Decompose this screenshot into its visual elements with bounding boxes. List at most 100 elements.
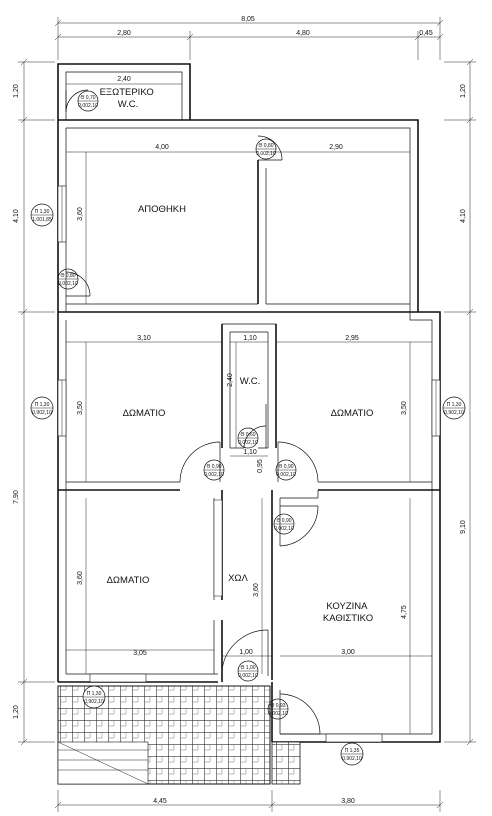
room-label-room-right: ΔΩΜΑΤΙΟ bbox=[331, 408, 374, 419]
door-tag-storage: Θ 0,80 0,002,10 bbox=[255, 138, 277, 160]
dim-wc-ext-width: 2,40 bbox=[117, 76, 131, 83]
dim-right-2: 4,10 bbox=[460, 209, 467, 223]
dim-bottom-seg-1: 4,45 bbox=[153, 798, 167, 805]
svg-text:0,002,10: 0,002,10 bbox=[78, 103, 98, 109]
svg-text:0,902,10: 0,902,10 bbox=[84, 699, 104, 705]
svg-text:Θ 0,90: Θ 0,90 bbox=[278, 464, 293, 470]
room-label-wc: W.C. bbox=[240, 376, 261, 387]
svg-text:Θ 0,93: Θ 0,93 bbox=[270, 703, 285, 709]
dim-wc-width: 1,10 bbox=[243, 335, 257, 342]
window-tag-kitchen: Π 1,35 0,902,10 bbox=[340, 742, 364, 766]
window-tag-room-right: Π 1,30 0,902,10 bbox=[442, 396, 466, 420]
svg-text:Π 1,30: Π 1,30 bbox=[35, 402, 50, 408]
svg-text:Θ 0,90: Θ 0,90 bbox=[206, 464, 221, 470]
storage-area: 4,00 2,90 3,60 ΑΠΟΘΗΚΗ bbox=[57, 135, 418, 313]
wc-exterior: 2,40 ΕΞΩΤΕΡΙΚΟ W.C. bbox=[57, 63, 191, 120]
door-swing-wc bbox=[243, 425, 267, 449]
dim-storage-height: 3,60 bbox=[77, 207, 84, 221]
svg-text:0,002,10: 0,002,10 bbox=[276, 472, 296, 478]
door-swing-storage-ext bbox=[65, 271, 91, 297]
window-tag-room-bottom: Π 1,30 0,902,10 bbox=[82, 685, 106, 709]
svg-text:0,002,10: 0,002,10 bbox=[238, 440, 258, 446]
left-dimension-lines: 1,20 4,10 7,90 1,20 bbox=[13, 58, 55, 746]
svg-text:Θ 1,00: Θ 1,00 bbox=[240, 665, 255, 671]
dim-hall-gap: 0,95 bbox=[257, 459, 264, 473]
door-swing-kitchen bbox=[279, 505, 319, 547]
bottom-rooms: 3,05 3,60 ΔΩΜΑΤΙΟ 3,60 ΧΩΛ 1,00 3,00 4,7… bbox=[66, 490, 432, 743]
dim-top-total: 8,05 bbox=[241, 16, 255, 23]
dim-wc-height: 2,40 bbox=[227, 373, 234, 387]
room-label-kitchen: ΚΟΥΖΙΝΑ ΚΑΘΙΣΤΙΚΟ bbox=[323, 601, 373, 624]
room-label-wc-exterior-line2: W.C. bbox=[118, 99, 139, 110]
room-label-wc-exterior: ΕΞΩΤΕΡΙΚΟ W.C. bbox=[100, 87, 157, 110]
right-dimension-lines: 1,20 4,10 9,10 bbox=[444, 58, 476, 746]
sliding-door-hall bbox=[213, 499, 223, 597]
dim-top-seg-2: 4,80 bbox=[296, 30, 310, 37]
svg-text:Θ 0,70: Θ 0,70 bbox=[80, 95, 95, 101]
window-tag-storage: Π 1,30 1,001,85 bbox=[30, 203, 54, 227]
room-label-wc-exterior-line1: ΕΞΩΤΕΡΙΚΟ bbox=[100, 87, 154, 98]
top-dimension-lines: 8,05 2,80 4,80 0,45 bbox=[54, 16, 444, 60]
door-swing-kitchen-ext bbox=[279, 693, 321, 735]
svg-text:0,902,10: 0,902,10 bbox=[342, 756, 362, 762]
dim-right-1: 1,20 bbox=[460, 84, 467, 98]
dim-hall-height: 3,60 bbox=[253, 583, 260, 597]
door-swing-room-right bbox=[277, 441, 319, 483]
dim-room3-width: 3,05 bbox=[133, 650, 147, 657]
room-label-hall: ΧΩΛ bbox=[228, 573, 248, 584]
dim-room3-height: 3,60 bbox=[77, 571, 84, 585]
door-swing-entrance bbox=[221, 629, 269, 671]
room-label-kitchen-line2: ΚΑΘΙΣΤΙΚΟ bbox=[323, 613, 373, 624]
door-tag-storage-ext: Θ 0,80 0,002,10 bbox=[57, 268, 79, 290]
dim-room1-width: 3,10 bbox=[137, 335, 151, 342]
window-tags: Π 1,30 1,001,85 Π 1,30 0,902,10 Π 1,30 0… bbox=[30, 203, 466, 766]
door-swing-storage bbox=[257, 135, 283, 161]
svg-text:Θ 0,80: Θ 0,80 bbox=[258, 143, 273, 149]
door-tag-wc: Θ 0,60 0,002,10 bbox=[237, 427, 259, 449]
svg-text:0,002,10: 0,002,10 bbox=[204, 472, 224, 478]
dim-left-3: 7,90 bbox=[13, 490, 20, 504]
svg-text:Π 1,30: Π 1,30 bbox=[447, 402, 462, 408]
door-tag-room-right: Θ 0,90 0,002,10 bbox=[275, 459, 297, 481]
dim-left-4: 1,20 bbox=[13, 705, 20, 719]
door-tag-room-left: Θ 0,90 0,002,10 bbox=[203, 459, 225, 481]
dim-left-1: 1,20 bbox=[13, 84, 20, 98]
door-swing-room-left bbox=[179, 441, 221, 483]
door-tag-kitchen: Θ 0,90 0,002,10 bbox=[273, 513, 295, 535]
dim-bottom-seg-2: 3,80 bbox=[341, 798, 355, 805]
svg-text:0,002,10: 0,002,10 bbox=[238, 673, 258, 679]
svg-text:0,902,10: 0,902,10 bbox=[32, 410, 52, 416]
window-room-bottom bbox=[89, 673, 147, 683]
dim-left-2: 4,10 bbox=[13, 209, 20, 223]
door-tag-entrance: Θ 1,00 0,002,10 bbox=[237, 660, 259, 682]
dim-room1-height: 3,50 bbox=[77, 401, 84, 415]
dim-right-room-width: 2,90 bbox=[329, 144, 343, 151]
door-tags: Θ 0,70 0,002,10 Θ 0,80 0,002,10 Θ 0,80 0… bbox=[57, 90, 297, 720]
svg-text:Π 1,35: Π 1,35 bbox=[345, 748, 360, 754]
room-label-room-bottom: ΔΩΜΑΤΙΟ bbox=[107, 575, 150, 586]
svg-text:Θ 0,60: Θ 0,60 bbox=[240, 432, 255, 438]
dim-top-seg-3: 0,45 bbox=[419, 30, 433, 37]
svg-text:Π 1,30: Π 1,30 bbox=[87, 691, 102, 697]
dim-room2-width: 2,95 bbox=[345, 335, 359, 342]
middle-rooms: 3,10 3,50 ΔΩΜΑΤΙΟ 1,10 2,40 W.C. 1,10 2,… bbox=[57, 323, 441, 491]
dim-top-seg-1: 2,80 bbox=[117, 30, 131, 37]
dim-kitchen-height: 4,75 bbox=[401, 605, 408, 619]
dim-room2-height: 3,50 bbox=[401, 401, 408, 415]
svg-text:0,002,10: 0,002,10 bbox=[256, 151, 276, 157]
svg-text:1,001,85: 1,001,85 bbox=[32, 217, 52, 223]
room-label-storage: ΑΠΟΘΗΚΗ bbox=[138, 204, 186, 215]
svg-text:0,002,10: 0,002,10 bbox=[274, 526, 294, 532]
room-label-kitchen-line1: ΚΟΥΖΙΝΑ bbox=[326, 601, 368, 612]
dim-right-3: 9,10 bbox=[460, 520, 467, 534]
dim-hall-door: 1,00 bbox=[239, 649, 253, 656]
svg-text:0,902,10: 0,902,10 bbox=[444, 410, 464, 416]
room-label-room-left: ΔΩΜΑΤΙΟ bbox=[123, 408, 166, 419]
svg-text:Θ 0,90: Θ 0,90 bbox=[276, 518, 291, 524]
bottom-dimension-lines: 4,45 3,80 bbox=[54, 790, 444, 812]
door-tag-wc-ext: Θ 0,70 0,002,10 bbox=[77, 90, 99, 112]
window-tag-room-left: Π 1,30 0,902,10 bbox=[30, 396, 54, 420]
svg-text:0,002,10: 0,002,10 bbox=[268, 711, 288, 717]
dim-kitchen-width: 3,00 bbox=[341, 649, 355, 656]
